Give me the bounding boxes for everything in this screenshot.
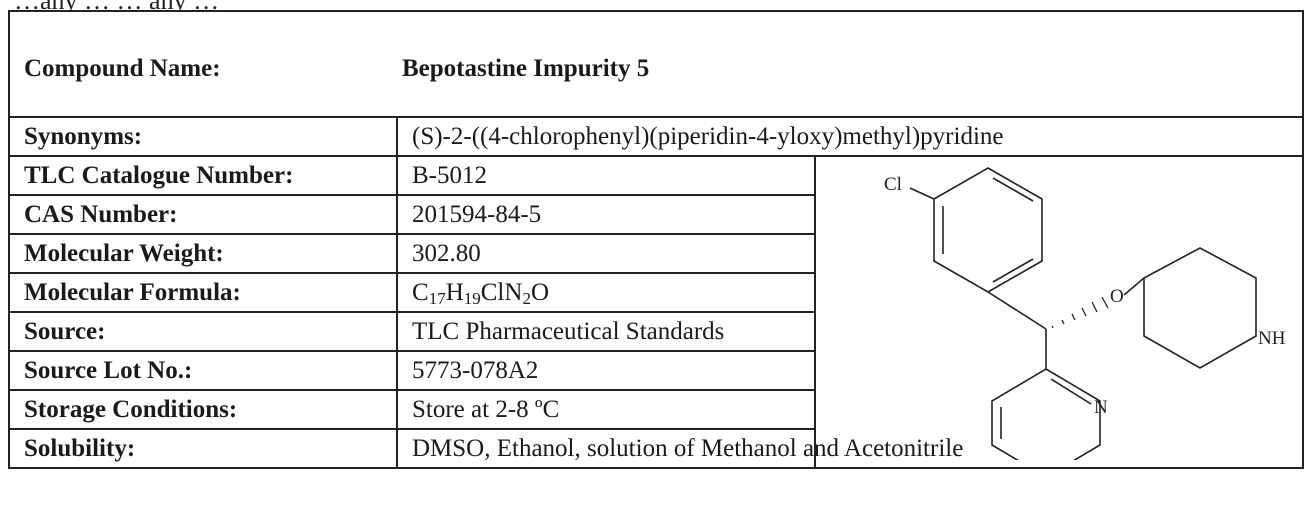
- cas-number-label: CAS Number:: [8, 194, 398, 235]
- catalogue-number-row: TLC Catalogue Number: B-5012: [8, 155, 1305, 469]
- molecular-formula-value: C17H19ClN2O: [396, 272, 816, 313]
- catalogue-number-value: B-5012: [396, 155, 816, 196]
- catalogue-number-label: TLC Catalogue Number:: [8, 155, 398, 196]
- molecular-formula-row: Molecular Formula: C17H19ClN2O: [8, 272, 1303, 313]
- storage-conditions-row: Storage Conditions: Store at 2-8 ºC: [8, 389, 1303, 430]
- atom-label-cl: Cl: [884, 174, 902, 195]
- source-label: Source:: [8, 311, 398, 352]
- synonyms-label: Synonyms:: [8, 116, 398, 157]
- compound-name-value: Bepotastine Impurity 5: [402, 55, 650, 82]
- synonyms-value: (S)-2-((4-chlorophenyl)(piperidin-4-ylox…: [395, 116, 1305, 157]
- solubility-value: DMSO, Ethanol, solution of Methanol and …: [395, 428, 1305, 469]
- compound-name-label: Compound Name:: [24, 55, 221, 82]
- molecular-weight-row: Molecular Weight: 302.80: [8, 233, 1303, 274]
- compound-name-cell: Compound Name: Bepotastine Impurity 5: [7, 10, 1305, 118]
- cas-number-value: 201594-84-5: [396, 194, 816, 235]
- source-row: Source: TLC Pharmaceutical Standards: [8, 311, 1303, 352]
- cas-number-row: CAS Number: 201594-84-5: [8, 194, 1303, 235]
- source-lot-label: Source Lot No.:: [8, 350, 398, 391]
- atom-label-o: O: [1110, 286, 1124, 307]
- atom-label-nh: NH: [1258, 328, 1286, 349]
- cutoff-text-top: …any … … any …: [14, 0, 1304, 10]
- chemical-structure-drawing: Cl O NH N: [884, 167, 1286, 460]
- hashed-wedge-bond: [1051, 296, 1109, 329]
- structure-cell: Cl O NH N: [813, 155, 1305, 469]
- source-lot-value: 5773-078A2: [396, 350, 816, 391]
- synonyms-row: Synonyms: (S)-2-((4-chlorophenyl)(piperi…: [8, 116, 1305, 157]
- solubility-label: Solubility:: [8, 428, 398, 469]
- structure-bonds: [909, 167, 1257, 460]
- storage-conditions-label: Storage Conditions:: [8, 389, 398, 430]
- source-lot-row: Source Lot No.: 5773-078A2: [8, 350, 1303, 391]
- molecular-weight-label: Molecular Weight:: [8, 233, 398, 274]
- compound-name-row: Compound Name: Bepotastine Impurity 5: [7, 10, 1305, 118]
- solubility-row: Solubility: DMSO, Ethanol, solution of M…: [8, 428, 1305, 469]
- molecular-formula-label: Molecular Formula:: [8, 272, 398, 313]
- source-value: TLC Pharmaceutical Standards: [396, 311, 816, 352]
- product-info-table: Compound Name: Bepotastine Impurity 5 Syn…: [7, 10, 1305, 469]
- atom-label-n: N: [1094, 397, 1108, 418]
- molecular-weight-value: 302.80: [396, 233, 816, 274]
- storage-conditions-value: Store at 2-8 ºC: [396, 389, 816, 430]
